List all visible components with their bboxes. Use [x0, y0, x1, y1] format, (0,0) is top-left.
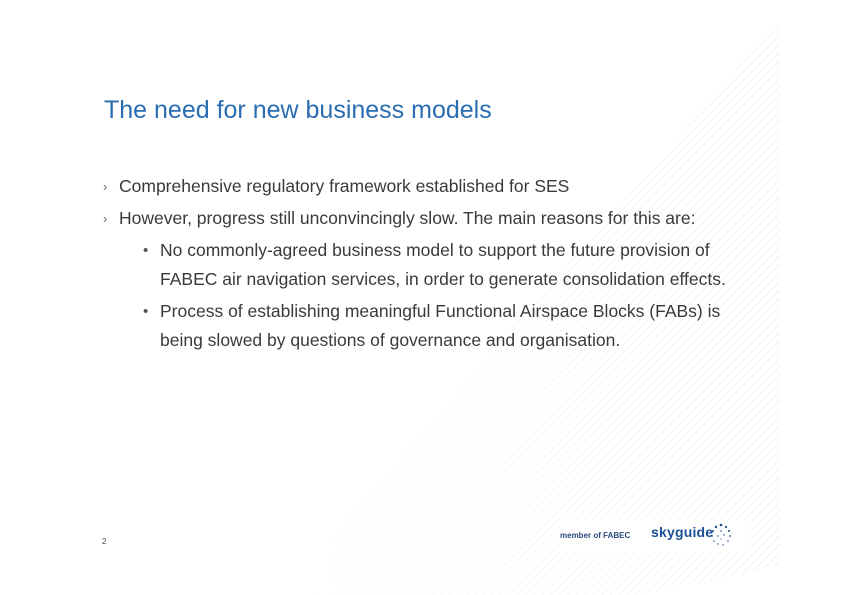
sub-bullet-marker: •: [143, 303, 149, 320]
bullet-text: However, progress still unconvincingly s…: [119, 208, 696, 228]
sub-bullet-text: No commonly-agreed business model to sup…: [160, 240, 726, 289]
skyguide-swirl-icon: [711, 523, 731, 546]
footer-logo-bar: member of FABEC skyguide: [560, 519, 750, 553]
slide-title: The need for new business models: [104, 95, 492, 124]
bullet-marker: ›: [103, 179, 108, 194]
member-of-fabec-label: member of FABEC: [560, 531, 631, 540]
sub-bullet-marker: •: [143, 242, 149, 259]
bullet-list: › Comprehensive regulatory framework est…: [101, 172, 741, 355]
bullet-item: › However, progress still unconvincingly…: [101, 204, 741, 233]
sub-bullet-item: • No commonly-agreed business model to s…: [101, 236, 741, 294]
skyguide-wordmark: skyguide: [651, 524, 714, 540]
bullet-marker: ›: [103, 211, 108, 226]
bullet-item: › Comprehensive regulatory framework est…: [101, 172, 741, 201]
page-number: 2: [102, 537, 107, 546]
sub-bullet-text: Process of establishing meaningful Funct…: [160, 301, 721, 350]
sub-bullet-item: • Process of establishing meaningful Fun…: [101, 297, 741, 355]
bullet-text: Comprehensive regulatory framework estab…: [119, 176, 570, 196]
